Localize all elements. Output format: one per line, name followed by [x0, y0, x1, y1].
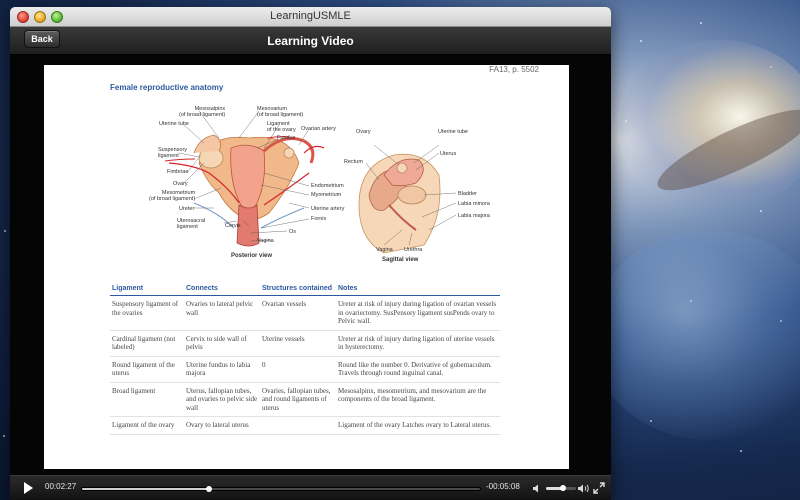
video-frame-document: FA13, p. 5502 Female reproductive anatom…	[44, 65, 569, 469]
cell-structures: Ovaries, fallopian tubes, and round liga…	[260, 382, 336, 417]
table-row: Suspensory ligament of the ovaries Ovari…	[110, 295, 500, 331]
label-ligament-of-ovary: Ligament of the ovary	[267, 121, 296, 133]
label-uterine-tube: Uterine tube	[159, 121, 189, 127]
label-mesometrium: Mesometrium (of broad ligament)	[149, 190, 196, 202]
seek-bar[interactable]	[81, 486, 481, 492]
column-header-notes: Notes	[336, 282, 500, 296]
table-row: Ligament of the ovary Ovary to lateral u…	[110, 416, 500, 435]
navigation-bar: Back Learning Video	[10, 27, 611, 55]
table-row: Round ligament of the uterus Uterine fun…	[110, 356, 500, 383]
app-window: LearningUSMLE Back Learning Video FA13, …	[10, 7, 611, 500]
label-endometrium: Endometrium	[311, 183, 344, 189]
label-labia-minora: Labia minora	[458, 201, 490, 207]
page-reference: FA13, p. 5502	[489, 65, 539, 74]
cell-ligament: Ligament of the ovary	[110, 416, 184, 435]
label-ovarian-artery: Ovarian artery	[301, 126, 336, 132]
cell-structures: 0	[260, 356, 336, 383]
label-mesovarium: Mesovarium (of broad ligament)	[257, 106, 304, 118]
volume-slider[interactable]	[546, 485, 576, 491]
label-uterus: Uterus	[440, 151, 457, 157]
document-heading: Female reproductive anatomy	[110, 83, 224, 92]
ligament-table: Ligament Connects Structures contained N…	[110, 282, 500, 435]
label-myometrium: Myometrium	[311, 192, 342, 198]
cell-connects: Ovaries to lateral pelvic wall	[184, 295, 260, 331]
volume-high-icon[interactable]	[577, 483, 591, 494]
label-suspensory-ligament: Suspensory ligament	[158, 147, 188, 159]
galaxy-wallpaper	[610, 0, 800, 500]
window-title: LearningUSMLE	[270, 10, 351, 22]
column-header-connects: Connects	[184, 282, 260, 296]
cell-ligament: Broad ligament	[110, 382, 184, 417]
zoom-window-button[interactable]	[51, 11, 63, 23]
sagittal-anatomy-illustration	[358, 144, 457, 254]
cell-notes: Ureter at risk of injury during ligation…	[336, 295, 500, 331]
playback-controls: 00:02:27 -00:05:08	[10, 475, 611, 500]
cell-ligament: Cardinal ligament (not labeled)	[110, 330, 184, 357]
cell-notes: Ligament of the ovary Latches ovary to L…	[336, 416, 500, 435]
title-bar: LearningUSMLE	[10, 7, 611, 27]
label-vagina: Vagina	[257, 238, 274, 244]
label-labia-majora: Labia majora	[458, 213, 490, 219]
volume-knob[interactable]	[559, 485, 566, 491]
fullscreen-icon[interactable]	[593, 482, 605, 494]
label-mesosalpinx: Mesosalpinx (of broad ligament)	[179, 106, 226, 118]
label-fornix: Fornix	[311, 216, 327, 222]
video-viewport[interactable]: FA13, p. 5502 Female reproductive anatom…	[10, 55, 611, 475]
cell-ligament: Round ligament of the uterus	[110, 356, 184, 383]
label-rectum: Rectum	[344, 159, 363, 165]
volume-low-icon[interactable]	[532, 483, 544, 494]
label-os: Os	[289, 229, 297, 235]
minimize-window-button[interactable]	[34, 11, 46, 23]
column-header-ligament: Ligament	[110, 282, 184, 296]
label-ureter: Ureter	[179, 206, 195, 212]
cell-connects: Ovary to lateral uterus	[184, 416, 260, 435]
cell-notes: Mesosalpinx, mesometrium, and mesovarium…	[336, 382, 500, 417]
table-row: Cardinal ligament (not labeled) Cervix t…	[110, 330, 500, 357]
remaining-time: -00:05:08	[486, 482, 520, 491]
label-cervix: Cervix	[225, 223, 241, 229]
posterior-anatomy-illustration	[164, 110, 325, 247]
cell-connects: Uterine fundus to labia majora	[184, 356, 260, 383]
table-header-row: Ligament Connects Structures contained N…	[110, 282, 500, 296]
sagittal-view-diagram: Ovary Uterine tube Rectum Uterus Bladder…	[344, 129, 490, 265]
cell-structures: Ovarian vessels	[260, 295, 336, 331]
seek-bar-progress	[82, 488, 210, 490]
cell-structures: Uterine vessels	[260, 330, 336, 357]
close-window-button[interactable]	[17, 11, 29, 23]
table-row: Broad ligament Uterus, fallopian tubes, …	[110, 382, 500, 417]
cell-notes: Ureter at risk of injury during ligation…	[336, 330, 500, 357]
cell-notes: Round like the number 0. Derivative of g…	[336, 356, 500, 383]
sagittal-view-caption: Sagittal view	[382, 257, 419, 263]
seek-scrubber[interactable]	[206, 486, 213, 492]
cell-connects: Cervix to side wall of pelvis	[184, 330, 260, 357]
cell-connects: Uterus, fallopian tubes, and ovaries to …	[184, 382, 260, 417]
play-icon[interactable]	[24, 482, 33, 494]
label-sagittal-ovary: Ovary	[356, 129, 371, 135]
label-sagittal-vagina: Vagina	[376, 247, 393, 253]
label-fimbriae: Fimbriae	[167, 169, 189, 175]
label-ovary: Ovary	[173, 181, 188, 187]
cell-ligament: Suspensory ligament of the ovaries	[110, 295, 184, 331]
cell-structures	[260, 416, 336, 435]
screen-title: Learning Video	[267, 34, 354, 48]
volume-level	[546, 487, 563, 490]
posterior-view-caption: Posterior view	[231, 253, 273, 259]
label-fundus: Fundus	[277, 135, 296, 141]
label-bladder: Bladder	[458, 191, 477, 197]
label-sagittal-uterine-tube: Uterine tube	[438, 129, 468, 135]
label-uterine-artery: Uterine artery	[311, 206, 345, 212]
column-header-structures: Structures contained	[260, 282, 336, 296]
label-uterosacral-ligament: Uterosacral ligament	[177, 218, 206, 230]
posterior-view-diagram: Mesosalpinx (of broad ligament) Mesovari…	[139, 93, 344, 263]
back-button[interactable]: Back	[24, 30, 60, 48]
current-time: 00:02:27	[45, 482, 77, 491]
label-urethra: Urethra	[404, 247, 423, 253]
